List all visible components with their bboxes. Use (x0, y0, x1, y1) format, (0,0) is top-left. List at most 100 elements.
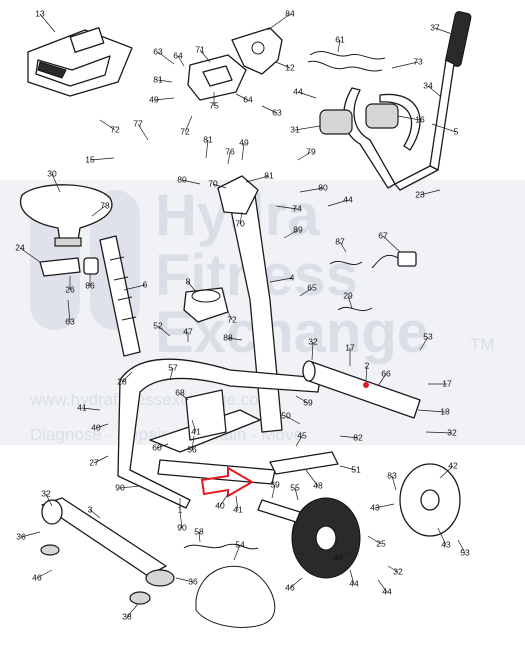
console-bracket (187, 54, 247, 101)
leader-line (382, 235, 401, 253)
part-callout-59: 59 (303, 397, 313, 407)
part-callout-23: 23 (415, 189, 425, 199)
part-callout-53: 53 (460, 547, 470, 557)
leader-line (45, 493, 53, 507)
seat-knob (83, 257, 99, 275)
part-callout-74: 74 (292, 203, 302, 213)
part-callout-26: 26 (65, 284, 75, 294)
leader-line (175, 577, 194, 583)
part-callout-46: 46 (32, 572, 42, 582)
part-callout-43: 43 (370, 502, 380, 512)
part-callout-44: 44 (293, 86, 303, 96)
part-callout-2: 2 (365, 360, 370, 370)
leader-line (425, 431, 453, 434)
part-callout-81: 81 (153, 74, 163, 84)
part-callout-80: 80 (318, 182, 328, 192)
part-callout-90: 90 (177, 522, 187, 532)
leader-line (285, 415, 301, 425)
part-callout-1: 1 (178, 504, 183, 514)
leader-line (267, 13, 291, 31)
leader-line (187, 281, 197, 293)
leader-line (297, 151, 312, 161)
part-callout-60: 60 (152, 442, 162, 452)
leader-line (39, 13, 56, 33)
leader-line (305, 469, 319, 487)
part-callout-37: 37 (430, 22, 440, 32)
leader-line (431, 123, 457, 133)
part-callout-72: 72 (180, 126, 190, 136)
power-adapter (371, 251, 417, 269)
part-callout-36: 36 (16, 531, 26, 541)
part-callout-43: 43 (441, 539, 451, 549)
leader-line (377, 373, 387, 387)
part-callout-38: 38 (122, 611, 132, 621)
leader-line (397, 115, 421, 121)
leader-line (20, 531, 41, 538)
leader-line (434, 27, 453, 35)
part-callout-24: 24 (15, 242, 25, 252)
part-callout-3: 3 (88, 504, 93, 514)
leader-line (437, 527, 447, 546)
leader-line (157, 325, 171, 337)
leader-line (205, 139, 209, 159)
part-callout-31: 31 (290, 124, 300, 134)
leader-line (245, 175, 270, 183)
drive-belt (195, 565, 276, 628)
crank-arm (269, 451, 339, 475)
leader-line (89, 509, 101, 519)
part-callout-48: 48 (313, 480, 323, 490)
part-callout-56: 56 (187, 444, 197, 454)
handlebar (343, 11, 472, 191)
part-callout-53: 53 (423, 331, 433, 341)
part-callout-8: 8 (186, 276, 191, 286)
part-callout-70: 70 (235, 218, 245, 228)
leader-line (365, 365, 368, 381)
part-callout-41: 41 (191, 426, 201, 436)
leader-line (36, 569, 53, 579)
part-callout-65: 65 (307, 282, 317, 292)
leader-line (419, 336, 429, 351)
seat-post (99, 235, 141, 357)
leader-line (184, 115, 193, 133)
leader-line (289, 577, 303, 589)
leader-line (427, 85, 441, 97)
part-callout-29: 29 (343, 290, 353, 300)
part-callout-51: 51 (351, 464, 361, 474)
leader-line (93, 455, 109, 464)
leader-line (339, 435, 359, 439)
part-callout-5: 5 (454, 126, 459, 136)
part-callout-89: 89 (293, 224, 303, 234)
part-callout-41: 41 (77, 402, 87, 412)
front-stabilizer (41, 497, 175, 587)
watermark-url: www.hydrafitnessexchange.com (29, 390, 273, 409)
part-callout-49: 49 (149, 94, 159, 104)
part-callout-25: 25 (376, 538, 386, 548)
part-callout-63: 63 (65, 316, 75, 326)
part-callout-68: 68 (175, 387, 185, 397)
leader-line (271, 484, 276, 499)
part-callout-72: 72 (110, 124, 120, 134)
leader-line (191, 419, 197, 433)
part-callout-15: 15 (85, 154, 95, 164)
console (27, 27, 133, 97)
leader-line (374, 503, 395, 509)
leader-line (67, 299, 71, 323)
leader-line (126, 603, 139, 618)
leader-lines (19, 13, 466, 618)
part-callout-81: 81 (264, 170, 274, 180)
upright (217, 175, 283, 433)
watermark-trademark: TM (470, 335, 495, 354)
leader-line (198, 531, 201, 543)
leader-line (119, 485, 141, 489)
pulse-wire-set (307, 50, 386, 72)
leader-line (179, 511, 183, 529)
part-callout-17: 17 (442, 378, 452, 388)
leveler-feet (40, 544, 151, 605)
leader-line (181, 179, 201, 185)
leader-line (275, 61, 291, 69)
console-mount-plate (231, 27, 283, 75)
part-callout-13: 13 (35, 8, 45, 18)
leader-line (227, 337, 243, 341)
part-callout-44: 44 (349, 578, 359, 588)
